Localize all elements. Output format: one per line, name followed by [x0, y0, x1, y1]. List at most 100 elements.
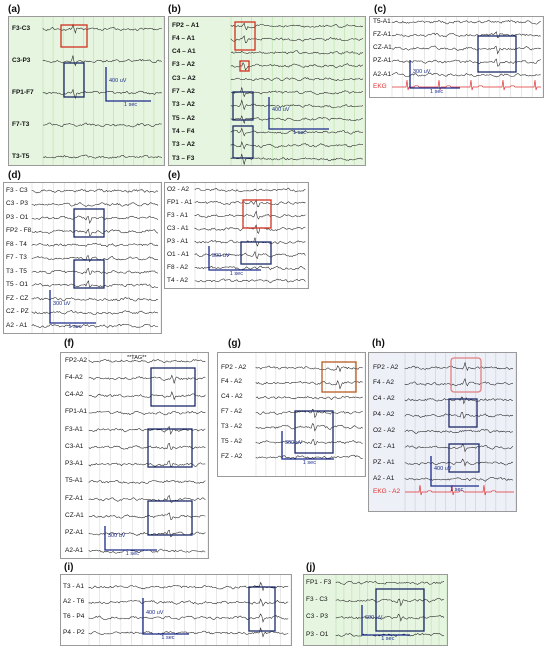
discharge-highlight-box [294, 410, 334, 454]
channel-label: T3 – F3 [172, 154, 195, 162]
eeg-trace [404, 412, 514, 419]
calibration-amplitude-label: 300 uV [108, 533, 126, 540]
channel-label: FZ - CZ [6, 294, 29, 302]
channel-label: T4 - A2 [167, 276, 188, 284]
eeg-trace [391, 31, 541, 39]
calibration-time-label: 1 sec [229, 271, 243, 277]
channel-label: A2-A1 [373, 70, 392, 78]
calibration-bar [104, 526, 157, 551]
channel-label: O2 - A2 [373, 426, 396, 434]
calibration-time-label: 1 sec [381, 636, 395, 642]
calibration-bar [281, 431, 334, 460]
panel-label-g: (g) [228, 338, 241, 349]
eeg-traces-c [391, 17, 543, 97]
eeg-trace [230, 127, 364, 137]
channel-label: T5 - A2 [221, 437, 242, 445]
eeg-trace [194, 250, 306, 260]
eeg-trace [194, 265, 306, 270]
eeg-trace [404, 361, 514, 372]
channel-label: F7-T3 [12, 120, 30, 128]
channel-label: O1 - A1 [167, 250, 190, 258]
eeg-trace [255, 379, 363, 390]
eeg-trace [31, 280, 159, 289]
eeg-trace [194, 200, 306, 208]
eeg-trace [88, 391, 206, 401]
eeg-traces-j [335, 575, 447, 645]
channel-label: FP2 – A1 [172, 21, 200, 29]
panel-label-c: (c) [374, 4, 387, 15]
channel-label: F3 – A2 [172, 61, 195, 69]
eeg-trace [404, 443, 514, 453]
channel-label: C3 - P3 [306, 613, 329, 621]
eeg-trace [31, 267, 159, 275]
eeg-trace [88, 598, 289, 607]
channel-label: P3 - O1 [306, 630, 329, 638]
channel-label: F4 - A2 [221, 378, 242, 386]
channel-label: P4 - P2 [63, 628, 85, 636]
discharge-highlight-box [232, 125, 254, 159]
eeg-trace [404, 396, 514, 405]
discharge-highlight-box [239, 60, 250, 72]
channel-label: O2 - A2 [167, 185, 190, 193]
eeg-trace [335, 581, 445, 585]
eeg-traces-i [88, 575, 291, 645]
channel-label: F3-A1 [65, 425, 83, 433]
panel-label-h: (h) [372, 338, 385, 349]
eeg-trace [88, 529, 206, 538]
calibration-amplitude-label: 400 uV [109, 77, 127, 84]
eeg-trace [88, 460, 206, 467]
eeg-trace [31, 202, 159, 207]
channel-label: T3 - T5 [6, 267, 27, 275]
channel-label: F3 - A1 [167, 211, 188, 219]
discharge-highlight-box [147, 500, 193, 536]
discharge-highlight-box [242, 199, 272, 229]
channel-label: T3 - A2 [221, 422, 242, 430]
eeg-trace [335, 613, 445, 622]
channel-label: F8 - A2 [167, 263, 188, 271]
discharge-highlight-box [448, 398, 478, 428]
channel-label: A2 - T6 [63, 597, 85, 605]
discharge-highlight-box [450, 357, 482, 393]
channel-label: CZ - A1 [373, 442, 396, 450]
calibration-bar [105, 67, 151, 102]
channel-label: T3-T5 [12, 152, 30, 160]
discharge-highlight-box [73, 259, 105, 289]
discharge-highlight-box [147, 428, 193, 468]
eeg-trace [335, 598, 445, 607]
ekg-label: EKG [373, 82, 387, 90]
eeg-traces-a [42, 17, 164, 165]
channel-label: A2 - A1 [6, 321, 28, 329]
channel-label: CZ-A1 [65, 511, 84, 519]
eeg-trace [255, 439, 363, 446]
eeg-trace [230, 22, 364, 31]
discharge-highlight-box [375, 588, 425, 632]
panel-label-j: (j) [306, 562, 316, 573]
calibration-amplitude-label: 300 uV [212, 253, 230, 260]
calibration-amplitude-label: 400 uV [434, 465, 452, 472]
channel-label: C3 - A1 [167, 224, 189, 232]
ekg-label: EKG - A2 [373, 487, 401, 495]
panel-label-b: (b) [168, 4, 181, 15]
eeg-trace [88, 442, 206, 450]
channel-label: T5 - O1 [6, 281, 29, 288]
eeg-trace [88, 426, 206, 435]
channel-label: C4 - A2 [221, 393, 243, 401]
calibration-bar [49, 290, 96, 324]
eeg-trace [230, 99, 364, 111]
eeg-trace [88, 627, 289, 638]
eeg-trace [194, 278, 306, 284]
eeg-trace [404, 428, 514, 434]
eeg-trace [42, 55, 162, 67]
channel-label: FP2 - A2 [373, 363, 399, 371]
eeg-trace [88, 479, 206, 484]
discharge-highlight-box [60, 24, 88, 48]
eeg-trace [391, 72, 541, 78]
channel-label: T3 – A2 [172, 141, 195, 149]
ekg-trace [392, 79, 541, 91]
calibration-time-label: 1 sec [124, 102, 138, 108]
panel-label-e: (e) [168, 170, 181, 181]
channel-label: FP1-F7 [12, 88, 34, 96]
eeg-trace [31, 215, 159, 224]
